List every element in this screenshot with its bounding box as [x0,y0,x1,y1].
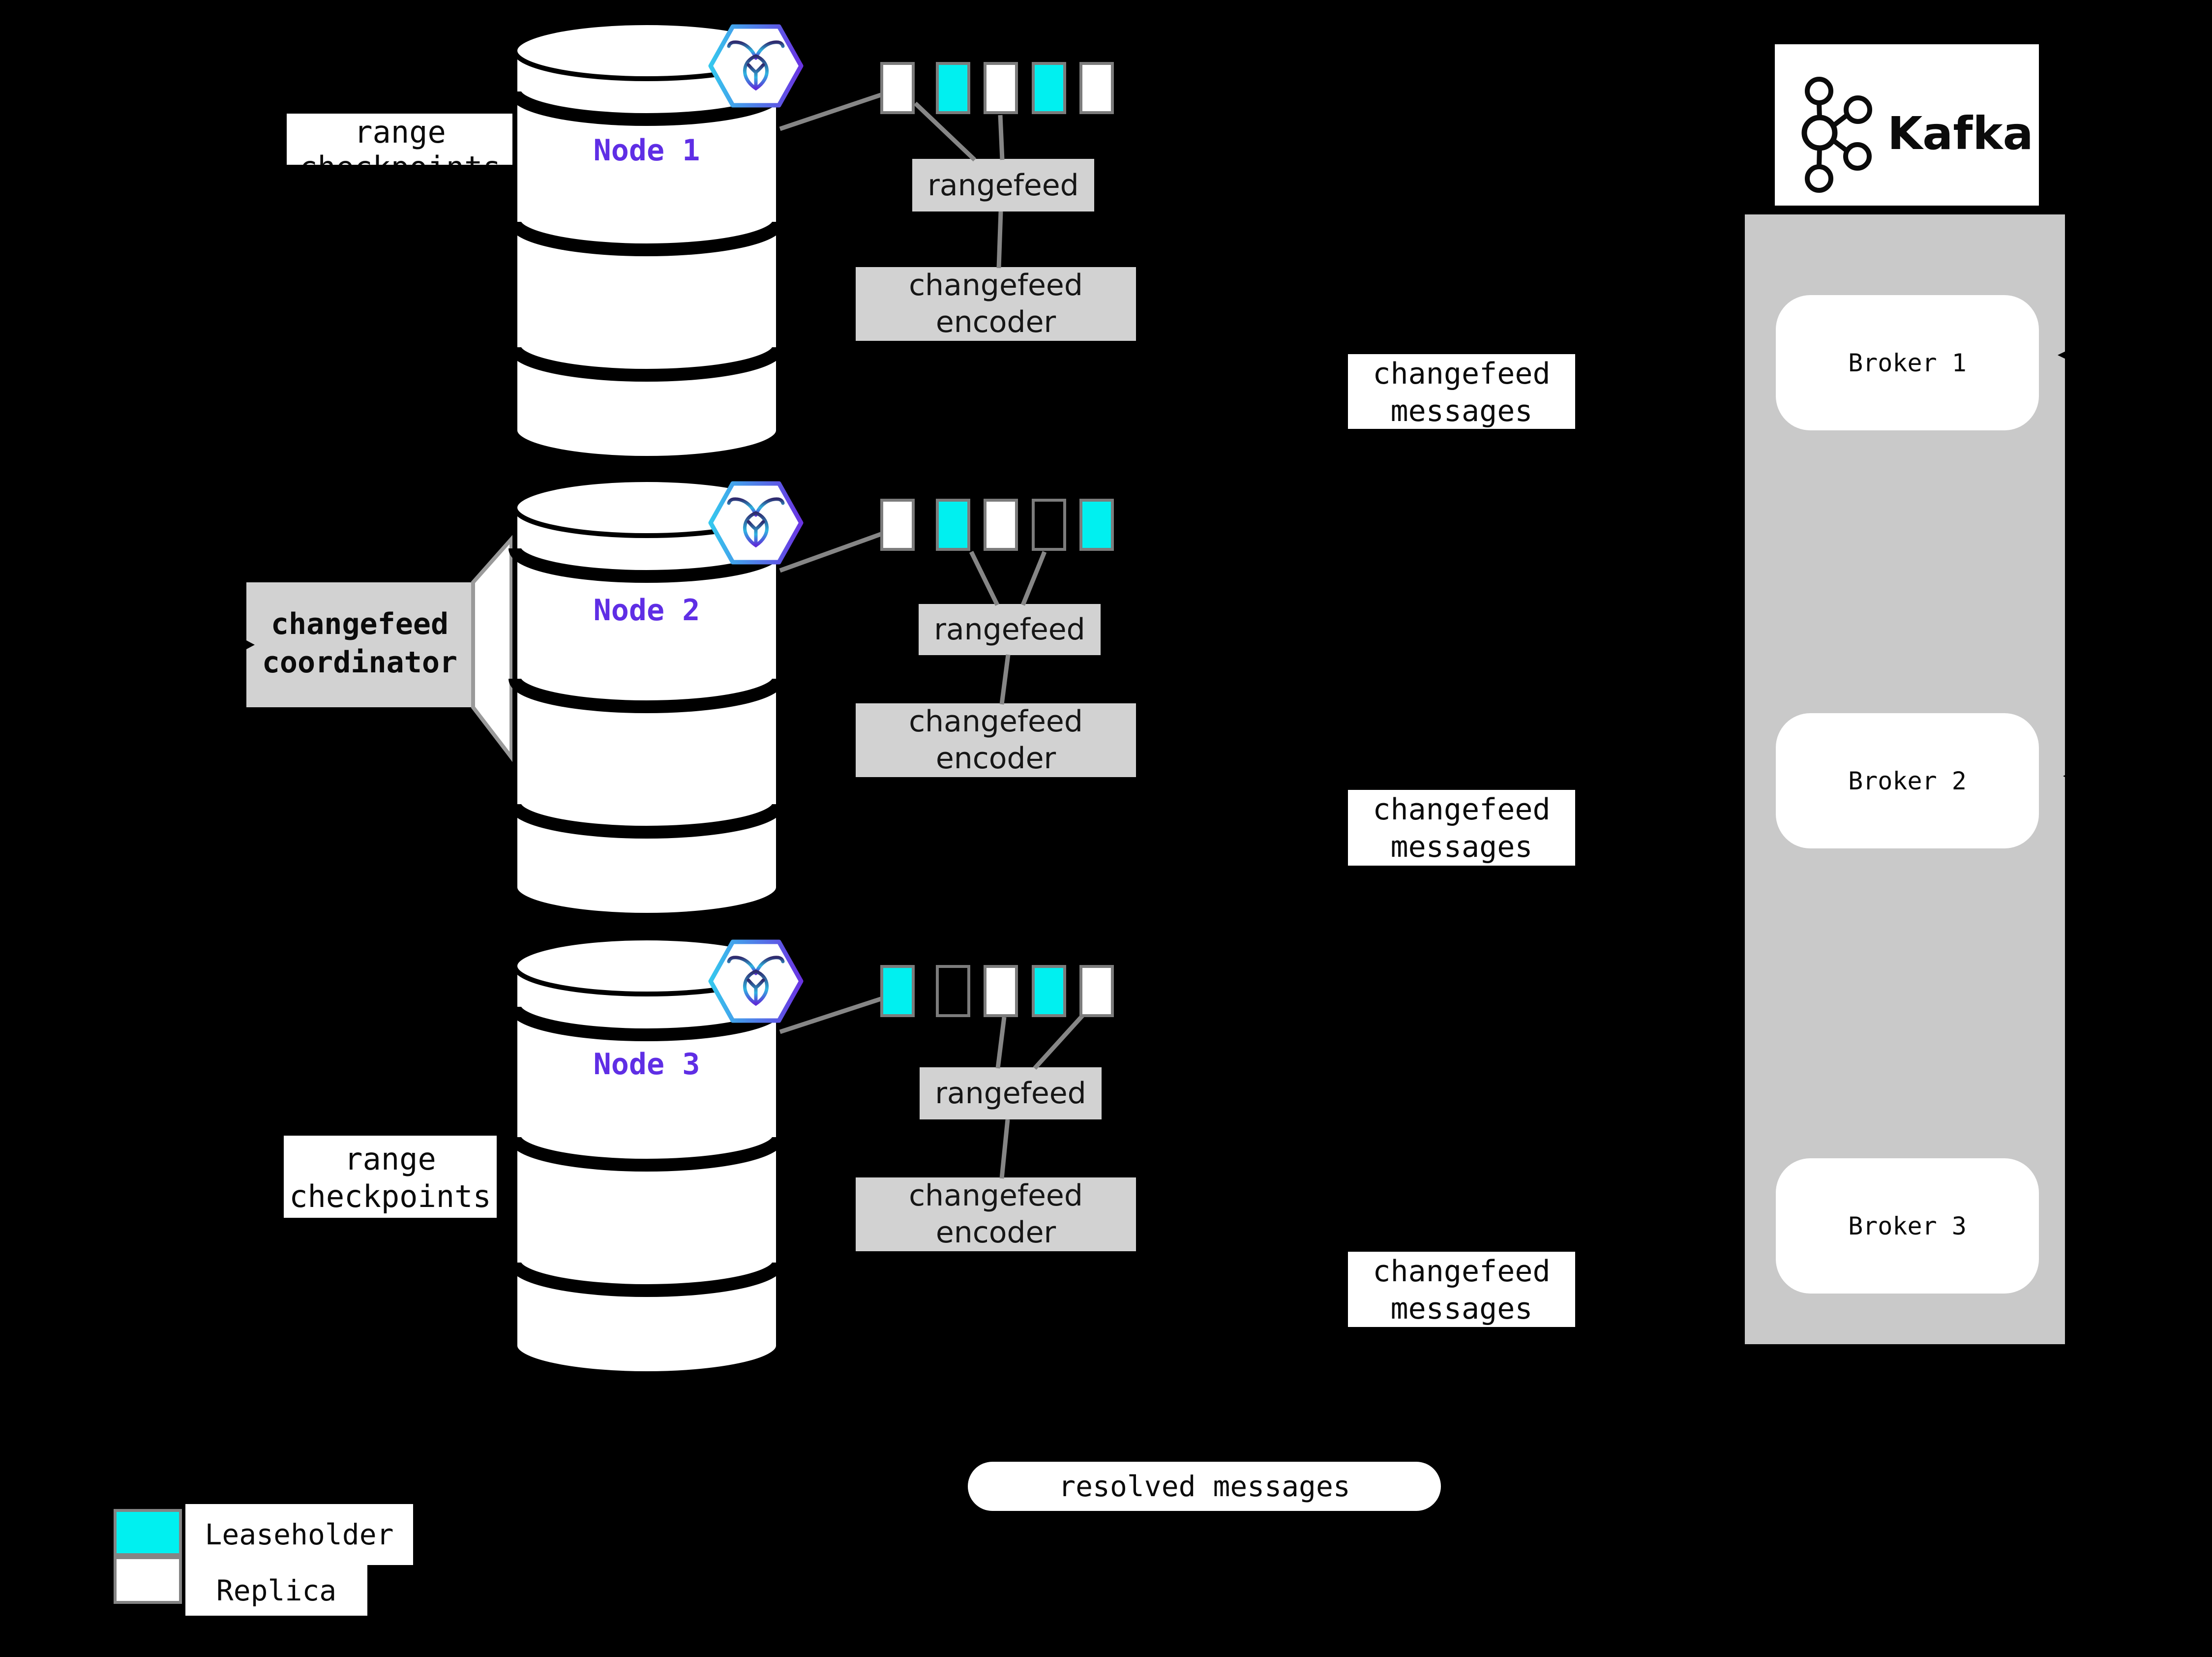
resolved-messages-text: resolved messages [1058,1470,1350,1503]
messages-line2: messages [1390,394,1533,428]
node3-cylinder [515,938,778,1374]
coordinator-line1: changefeed [270,607,449,641]
node2-range-5 [1079,499,1114,551]
kafka-broker-1: Broker 1 [1776,295,2039,430]
encoder-line2: encoder [935,1215,1056,1250]
resolved-messages-label: resolved messages [968,1462,1441,1511]
rangefeed-label: rangefeed [935,1076,1086,1111]
kafka-broker-2: Broker 2 [1776,713,2039,848]
cockroachdb-logo-icon [711,27,801,105]
node1-range-5 [1079,62,1114,114]
kafka-logo-box [1775,44,2039,206]
rangefeed-label: rangefeed [934,612,1085,647]
messages-line2: messages [1390,1292,1533,1326]
range-checkpoints-line2: checkpoints [287,150,513,165]
node1-range-3 [984,62,1018,114]
encoder-line2: encoder [935,305,1056,339]
node1-range-1 [880,62,915,114]
messages-line1: changefeed [1373,792,1551,827]
range-checkpoints-line2: checkpoints [289,1178,491,1214]
changefeed-messages-label-3: changefeed messages [1348,1252,1575,1327]
changefeed-messages-label-1: changefeed messages [1348,354,1575,429]
changefeed-encoder-box-node1: changefeed encoder [856,267,1136,341]
encoder-line1: changefeed [909,704,1083,739]
legend-label-leaseholder: Leaseholder [185,1504,413,1565]
node-label-text: Node 1 [593,133,700,168]
coordinator-line2: coordinator [262,645,458,680]
node2-range-3 [984,499,1018,551]
node2-range-4 [1032,499,1066,551]
arrowhead-broker-2 [2063,763,2090,789]
messages-line1: changefeed [1373,1254,1551,1289]
node1-range-2 [936,62,970,114]
node-1-label: Node 1 [515,133,778,168]
node-label-text: Node 2 [593,593,700,628]
node2-range-2 [936,499,970,551]
node3-range-1 [880,965,915,1017]
kafka-broker-3: Broker 3 [1776,1158,2039,1294]
cockroachdb-logo-icon [711,483,801,562]
encoder-line1: changefeed [909,1178,1083,1213]
node1-cylinder [515,23,778,458]
legend-label-replica: Replica [185,1565,367,1616]
rangefeed-box-node3: rangefeed [920,1067,1102,1119]
rangefeed-label: rangefeed [927,168,1079,203]
broker-2-label: Broker 2 [1848,766,1967,795]
range-checkpoints-label-top: range checkpoints [287,114,513,165]
node2-cylinder [515,480,778,915]
coordinator-flag-shape [471,534,513,763]
changefeed-coordinator-callout: changefeed coordinator [246,582,473,707]
node-3-label: Node 3 [515,1047,778,1082]
rangefeed-box-node1: rangefeed [912,159,1094,211]
range-checkpoints-line1: range [344,1141,436,1177]
node-label-text: Node 3 [593,1047,700,1082]
node1-range-4 [1032,62,1066,114]
node3-range-2 [936,965,970,1017]
legend-swatch-replica [114,1556,182,1604]
changefeed-encoder-box-node3: changefeed encoder [856,1177,1136,1251]
broker-1-label: Broker 1 [1848,348,1967,377]
node3-range-3 [984,965,1018,1017]
legend-text: Leaseholder [205,1518,394,1551]
legend-swatch-leaseholder [114,1509,182,1556]
range-checkpoints-line1: range [354,114,446,150]
node2-range-1 [880,499,915,551]
encoder-line1: changefeed [909,268,1083,302]
encoder-line2: encoder [935,741,1056,776]
broker-3-label: Broker 3 [1848,1211,1967,1240]
node-2-label: Node 2 [515,593,778,628]
messages-line1: changefeed [1373,357,1551,391]
legend-text: Replica [216,1573,337,1607]
node3-range-4 [1032,965,1066,1017]
range-checkpoints-label-bottom: range checkpoints [284,1136,497,1218]
node3-range-5 [1079,965,1114,1017]
cockroachdb-logo-icon [711,942,801,1021]
arrowhead-broker-3 [2065,1210,2092,1236]
messages-line2: messages [1390,830,1533,864]
rangefeed-box-node2: rangefeed [919,604,1101,655]
changefeed-messages-label-2: changefeed messages [1348,790,1575,866]
changefeed-encoder-box-node2: changefeed encoder [856,703,1136,777]
